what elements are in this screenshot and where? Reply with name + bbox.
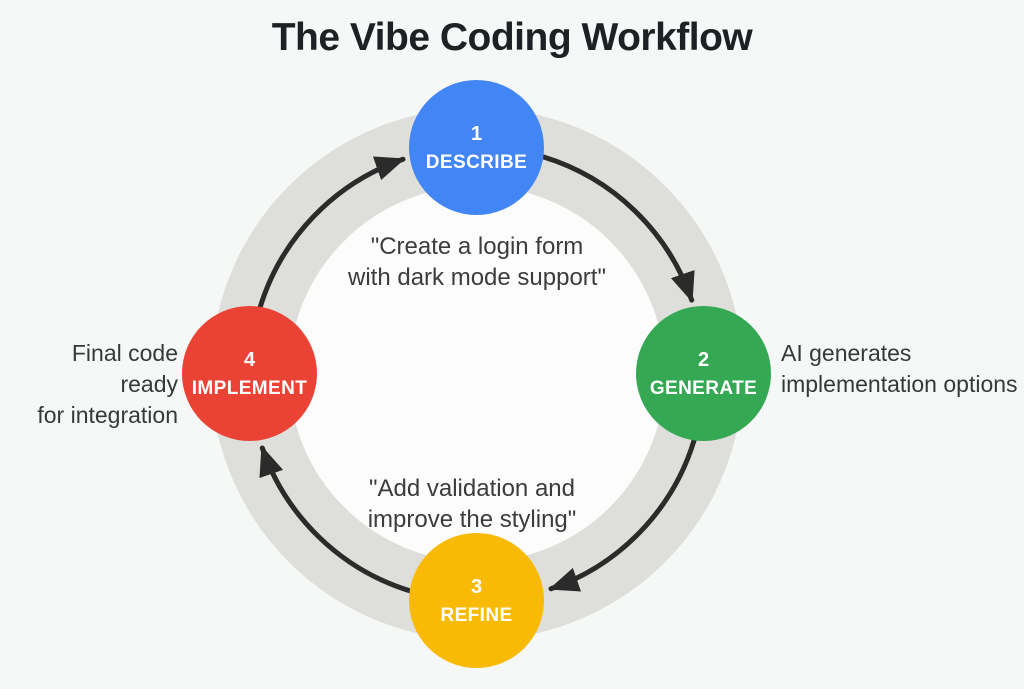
quote-describe-prompt: "Create a login form with dark mode supp… [348, 233, 606, 291]
arrow-describe-to-generate-icon [540, 154, 695, 303]
node-implement: 4 IMPLEMENT [182, 306, 317, 441]
node-describe-number: 1 [470, 122, 483, 145]
arrow-implement-to-describe-icon [257, 156, 406, 311]
node-describe-label: DESCRIBE [425, 151, 528, 173]
diagram-title: The Vibe Coding Workflow [271, 16, 753, 59]
node-refine-number: 3 [470, 575, 483, 598]
arrow-refine-to-implement-icon [259, 445, 414, 594]
node-implement-number: 4 [243, 348, 256, 371]
arrow-generate-to-refine-icon [548, 437, 697, 592]
node-implement-label: IMPLEMENT [191, 377, 308, 399]
caption-implement: Final code ready for integration [37, 340, 178, 428]
cycle-inner-disc [289, 186, 665, 562]
caption-generate: AI generates implementation options [781, 340, 1018, 397]
node-describe: 1 DESCRIBE [409, 80, 544, 215]
quote-refine-prompt: "Add validation and improve the styling" [367, 475, 577, 533]
node-generate: 2 GENERATE [636, 306, 771, 441]
node-refine-label: REFINE [440, 604, 513, 626]
node-generate-number: 2 [697, 348, 710, 371]
node-generate-label: GENERATE [649, 377, 758, 399]
node-refine: 3 REFINE [409, 533, 544, 668]
